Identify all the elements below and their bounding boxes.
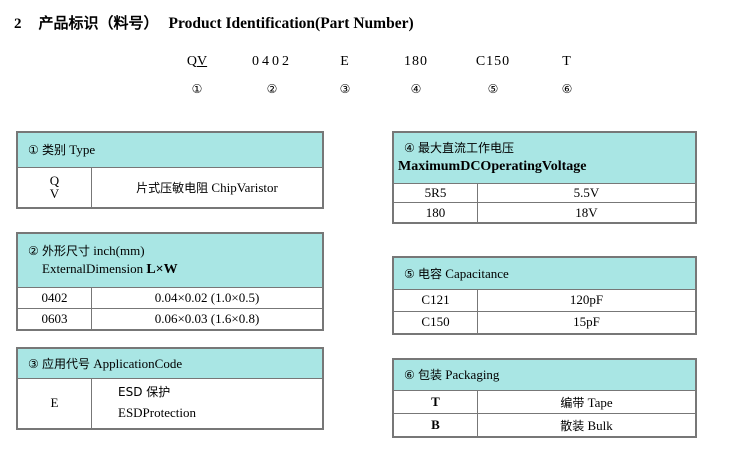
table-application-header: ③ 应用代号 ApplicationCode: [17, 348, 323, 379]
dimension-code-cell: 0402: [17, 287, 92, 310]
marker-icon: ⑤: [404, 266, 415, 281]
application-code-cell: E: [17, 377, 92, 430]
type-code-line-1: Q: [49, 172, 60, 188]
marker-icon: ①: [28, 143, 39, 158]
header-label-english: Packaging: [445, 367, 500, 383]
table-header-row: ⑤ 电容 Capacitance: [393, 257, 696, 290]
table-type: ① 类别 Type Q V 片式压敏电阻 ChipVaristor: [16, 131, 324, 209]
header-label-english: ExternalDimension: [42, 260, 144, 276]
capacitance-code-cell: C121: [393, 288, 478, 312]
type-desc-cell: 片式压敏电阻 ChipVaristor: [91, 166, 323, 209]
table-header-row: ② 外形尺寸 inch(mm) ExternalDimension L×W: [17, 232, 323, 289]
header-label-chinese: 包装: [418, 368, 443, 383]
header-label-english-sub: L×W: [146, 261, 178, 277]
table-capacitance-header: ⑤ 电容 Capacitance: [393, 257, 696, 290]
type-desc-english: ChipVaristor: [211, 179, 278, 195]
application-desc-chinese: ESD 保护: [118, 385, 171, 400]
table-header-row: ⑥ 包装 Packaging: [393, 358, 696, 392]
table-packaging-header: ⑥ 包装 Packaging: [393, 358, 696, 392]
packaging-value-english: Bulk: [587, 417, 613, 433]
type-code-cell: Q V: [17, 166, 92, 209]
table-application: ③ 应用代号 ApplicationCode E ESD 保护 ESDProte…: [16, 347, 324, 430]
packaging-code-cell: T: [393, 390, 478, 415]
table-voltage: ④ 最大直流工作电压 MaximumDCOperatingVoltage 5R5…: [392, 131, 697, 224]
header-label-chinese: 应用代号: [42, 356, 91, 371]
table-row: Q V 片式压敏电阻 ChipVaristor: [17, 166, 323, 209]
table-header-row: ④ 最大直流工作电压 MaximumDCOperatingVoltage: [393, 132, 696, 184]
capacitance-value-cell: 120pF: [477, 288, 696, 312]
packaging-value-english: Tape: [587, 394, 613, 410]
dimension-code-cell: 0603: [17, 308, 92, 330]
table-row: 180 18V: [393, 202, 696, 223]
page-title: 2 产品标识（料号） Product Identification(Part N…: [14, 12, 414, 33]
capacitance-value-cell: 15pF: [477, 310, 696, 335]
voltage-code-cell: 5R5: [393, 182, 478, 204]
table-row: 5R5 5.5V: [393, 182, 696, 204]
header-label-english: MaximumDCOperatingVoltage: [398, 158, 587, 174]
packaging-value-cell: 编带 Tape: [477, 390, 696, 415]
index-marker-5: ⑤: [487, 82, 499, 96]
part-number-segment-4: 180: [404, 54, 428, 69]
header-label-english: Capacitance: [445, 265, 509, 281]
table-row: E ESD 保护 ESDProtection: [17, 377, 323, 430]
type-desc-chinese: 片式压敏电阻: [136, 180, 209, 195]
dimension-value-cell: 0.04×0.02 (1.0×0.5): [91, 287, 323, 310]
index-marker-6: ⑥: [561, 82, 573, 96]
header-label-unit: inch(mm): [93, 242, 145, 258]
voltage-code-cell: 180: [393, 202, 478, 223]
packaging-value-chinese: 散装: [560, 418, 585, 433]
packaging-value-chinese: 编带: [560, 395, 585, 410]
part-number-segments: QV 0402 E 180 C150 T: [162, 54, 612, 70]
part-number-index-markers: ① ② ③ ④ ⑤ ⑥: [162, 82, 612, 96]
header-label-chinese: 最大直流工作电压: [418, 141, 515, 156]
table-header-row: ③ 应用代号 ApplicationCode: [17, 348, 323, 379]
table-row: 0402 0.04×0.02 (1.0×0.5): [17, 287, 323, 310]
capacitance-code-cell: C150: [393, 310, 478, 335]
application-desc-english: ESDProtection: [118, 404, 196, 420]
header-label-chinese: 外形尺寸: [42, 243, 91, 258]
index-marker-1: ①: [191, 82, 203, 96]
index-marker-2: ②: [266, 82, 278, 96]
table-row: C121 120pF: [393, 288, 696, 312]
part-number-segment-5: C150: [475, 54, 511, 69]
marker-icon: ③: [28, 356, 39, 371]
marker-icon: ⑥: [404, 368, 415, 383]
table-voltage-header: ④ 最大直流工作电压 MaximumDCOperatingVoltage: [393, 132, 696, 184]
index-marker-3: ③: [339, 82, 351, 96]
table-packaging: ⑥ 包装 Packaging T 编带 Tape B 散装 Bulk: [392, 358, 697, 438]
packaging-value-cell: 散装 Bulk: [477, 413, 696, 437]
part-number-segment-2: 0402: [252, 54, 292, 69]
voltage-value-cell: 18V: [477, 202, 696, 223]
table-dimension: ② 外形尺寸 inch(mm) ExternalDimension L×W 04…: [16, 232, 324, 331]
table-dimension-header: ② 外形尺寸 inch(mm) ExternalDimension L×W: [17, 232, 323, 289]
table-capacitance: ⑤ 电容 Capacitance C121 120pF C150 15pF: [392, 256, 697, 335]
section-number: 2: [14, 16, 22, 32]
table-type-header: ① 类别 Type: [17, 132, 323, 168]
part-number-segment-1: QV: [186, 54, 208, 69]
header-label-english: Type: [69, 142, 96, 158]
application-desc-cell: ESD 保护 ESDProtection: [91, 377, 323, 430]
table-row: B 散装 Bulk: [393, 413, 696, 437]
header-label-english: ApplicationCode: [93, 355, 183, 371]
part-number-segment-3: E: [340, 54, 350, 69]
section-title-chinese: 产品标识（料号）: [38, 14, 159, 32]
table-row: C150 15pF: [393, 310, 696, 335]
table-row: 0603 0.06×0.03 (1.6×0.8): [17, 308, 323, 330]
dimension-value-cell: 0.06×0.03 (1.6×0.8): [91, 308, 323, 330]
type-code-line-2: V: [49, 186, 60, 202]
marker-icon: ④: [404, 141, 415, 156]
table-header-row: ① 类别 Type: [17, 132, 323, 168]
table-row: T 编带 Tape: [393, 390, 696, 415]
part-number-segment-6: T: [562, 54, 572, 69]
voltage-value-cell: 5.5V: [477, 182, 696, 204]
section-title-english: Product Identification(Part Number): [168, 15, 414, 32]
packaging-code-cell: B: [393, 413, 478, 437]
header-label-chinese: 类别: [42, 143, 67, 158]
marker-icon: ②: [28, 243, 39, 258]
header-label-chinese: 电容: [418, 266, 443, 281]
index-marker-4: ④: [410, 82, 422, 96]
